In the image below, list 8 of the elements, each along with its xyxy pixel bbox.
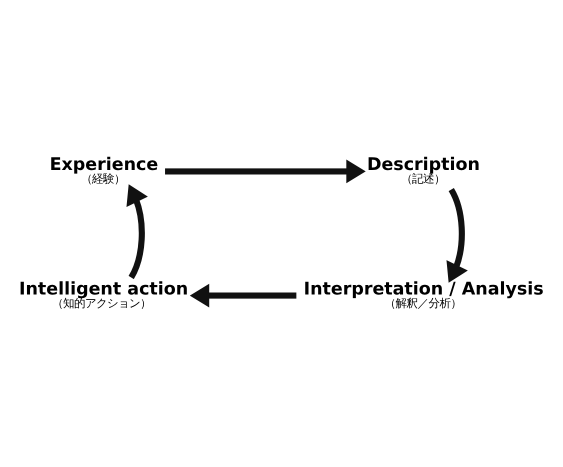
arrow: [126, 184, 148, 279]
arrow: [190, 284, 296, 308]
node-text: Experience （経験）: [50, 155, 158, 186]
node-text: Intelligent action （知的アクション）: [18, 279, 188, 310]
arrow: [165, 160, 366, 184]
arrow: [446, 188, 468, 283]
node-text: Description （記述）: [366, 155, 480, 186]
node-text: Interpretation / Analysis （解釈／分析）: [304, 279, 544, 310]
